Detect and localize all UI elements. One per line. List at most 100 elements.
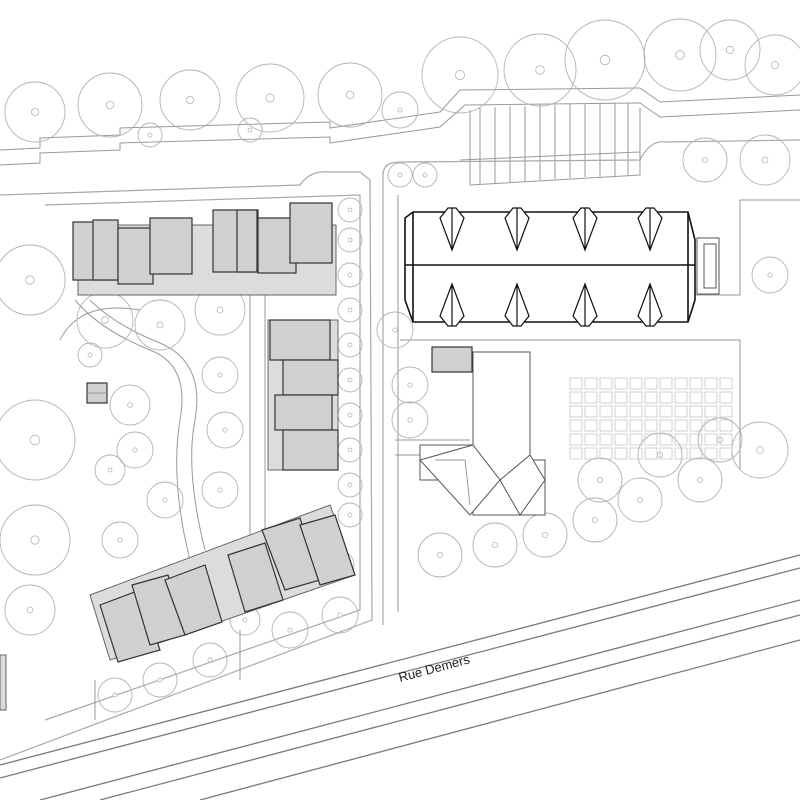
tree-trunk-circle: [347, 207, 353, 213]
tree-canopy-circle: [421, 36, 499, 114]
grave-plot: [599, 405, 613, 418]
tree-trunk-circle: [127, 402, 133, 408]
grave-plot: [599, 433, 613, 446]
tree-trunk-circle: [347, 342, 353, 348]
tree-trunk-circle: [347, 272, 353, 278]
grave-plot: [704, 447, 718, 460]
tree-trunk-circle: [422, 172, 428, 178]
tree-canopy-circle: [116, 431, 154, 469]
tree-trunk-circle: [162, 497, 168, 503]
tree-trunk-circle: [491, 541, 499, 549]
tree-trunk-circle: [242, 617, 248, 623]
tree-canopy-circle: [237, 117, 263, 143]
tree-canopy-circle: [472, 522, 518, 568]
grave-plot: [629, 391, 643, 404]
church-spire: [504, 282, 530, 327]
tree-trunk-circle: [107, 467, 113, 473]
grave-plot: [689, 447, 703, 460]
grave-plot: [599, 447, 613, 460]
tree-canopy: [0, 18, 800, 713]
tree-canopy-circle: [744, 34, 800, 96]
tree-trunk-circle: [101, 316, 109, 324]
grave-plot: [704, 419, 718, 432]
grave-plot: [614, 433, 628, 446]
grave-plot: [629, 447, 643, 460]
tree-canopy-circle: [682, 137, 728, 183]
tree-trunk-circle: [26, 606, 34, 614]
church-spires: [439, 207, 663, 327]
church-spire: [637, 207, 663, 252]
tree-trunk-circle: [397, 107, 403, 113]
tree-trunk-circle: [407, 382, 413, 388]
church-spire: [637, 282, 663, 327]
tree-trunk-circle: [112, 692, 118, 698]
church-building: [404, 211, 720, 323]
tree-canopy-circle: [337, 197, 363, 223]
church-spire: [572, 282, 598, 327]
grave-plot: [674, 433, 688, 446]
grave-plot: [719, 447, 733, 460]
tree-canopy-circle: [376, 311, 414, 349]
grave-plot: [704, 405, 718, 418]
grave-plot: [719, 433, 733, 446]
edge-building-fragment: [0, 654, 7, 711]
grave-plot: [584, 447, 598, 460]
tree-canopy-circle: [337, 262, 363, 288]
tree-canopy-circle: [697, 417, 743, 463]
tree-trunk-circle: [265, 93, 275, 103]
tree-trunk-circle: [535, 65, 545, 75]
tree-canopy-circle: [637, 432, 683, 478]
grave-plot: [569, 433, 583, 446]
tree-trunk-circle: [455, 70, 465, 80]
tree-canopy-circle: [572, 497, 618, 543]
tree-canopy-circle: [271, 611, 309, 649]
tree-trunk-circle: [222, 427, 228, 433]
tree-trunk-circle: [87, 352, 93, 358]
tree-trunk-circle: [347, 412, 353, 418]
tree-canopy-circle: [235, 63, 305, 133]
grave-plot: [674, 447, 688, 460]
tree-canopy-circle: [391, 366, 429, 404]
grave-plot: [614, 405, 628, 418]
tree-canopy-circle: [503, 33, 577, 107]
tree-trunk-circle: [347, 307, 353, 313]
north-boundary: [0, 87, 800, 186]
grave-plot: [569, 405, 583, 418]
grave-plot: [719, 405, 733, 418]
tree-canopy-circle: [192, 642, 228, 678]
grave-plot: [644, 377, 658, 390]
presbytery-building: [419, 346, 546, 516]
grave-plot: [584, 433, 598, 446]
grave-plot: [569, 391, 583, 404]
tree-trunk-circle: [217, 487, 223, 493]
tree-trunk-circle: [541, 531, 549, 539]
tree-canopy-circle: [201, 471, 239, 509]
tree-trunk-circle: [347, 482, 353, 488]
grave-plot: [659, 377, 673, 390]
grave-plot: [584, 391, 598, 404]
cemetery-plots: [569, 377, 733, 460]
grave-plot: [674, 419, 688, 432]
grave-plot: [644, 405, 658, 418]
tree-canopy-circle: [159, 69, 221, 131]
tree-trunk-circle: [596, 476, 604, 484]
grave-plot: [719, 391, 733, 404]
grave-plot: [584, 405, 598, 418]
tree-canopy-circle: [643, 18, 717, 92]
tree-trunk-circle: [767, 272, 773, 278]
tree-trunk-circle: [185, 96, 194, 105]
grave-plot: [644, 433, 658, 446]
tree-trunk-circle: [156, 321, 164, 329]
grave-plot: [614, 447, 628, 460]
tree-trunk-circle: [397, 172, 403, 178]
church-spire: [504, 207, 530, 252]
tree-trunk-circle: [347, 512, 353, 518]
tree-canopy-circle: [101, 521, 139, 559]
tree-trunk-circle: [761, 156, 769, 164]
grave-plot: [659, 391, 673, 404]
tree-trunk-circle: [216, 306, 224, 314]
tree-canopy-circle: [137, 122, 163, 148]
tree-canopy-circle: [146, 481, 184, 519]
grave-plot: [599, 377, 613, 390]
